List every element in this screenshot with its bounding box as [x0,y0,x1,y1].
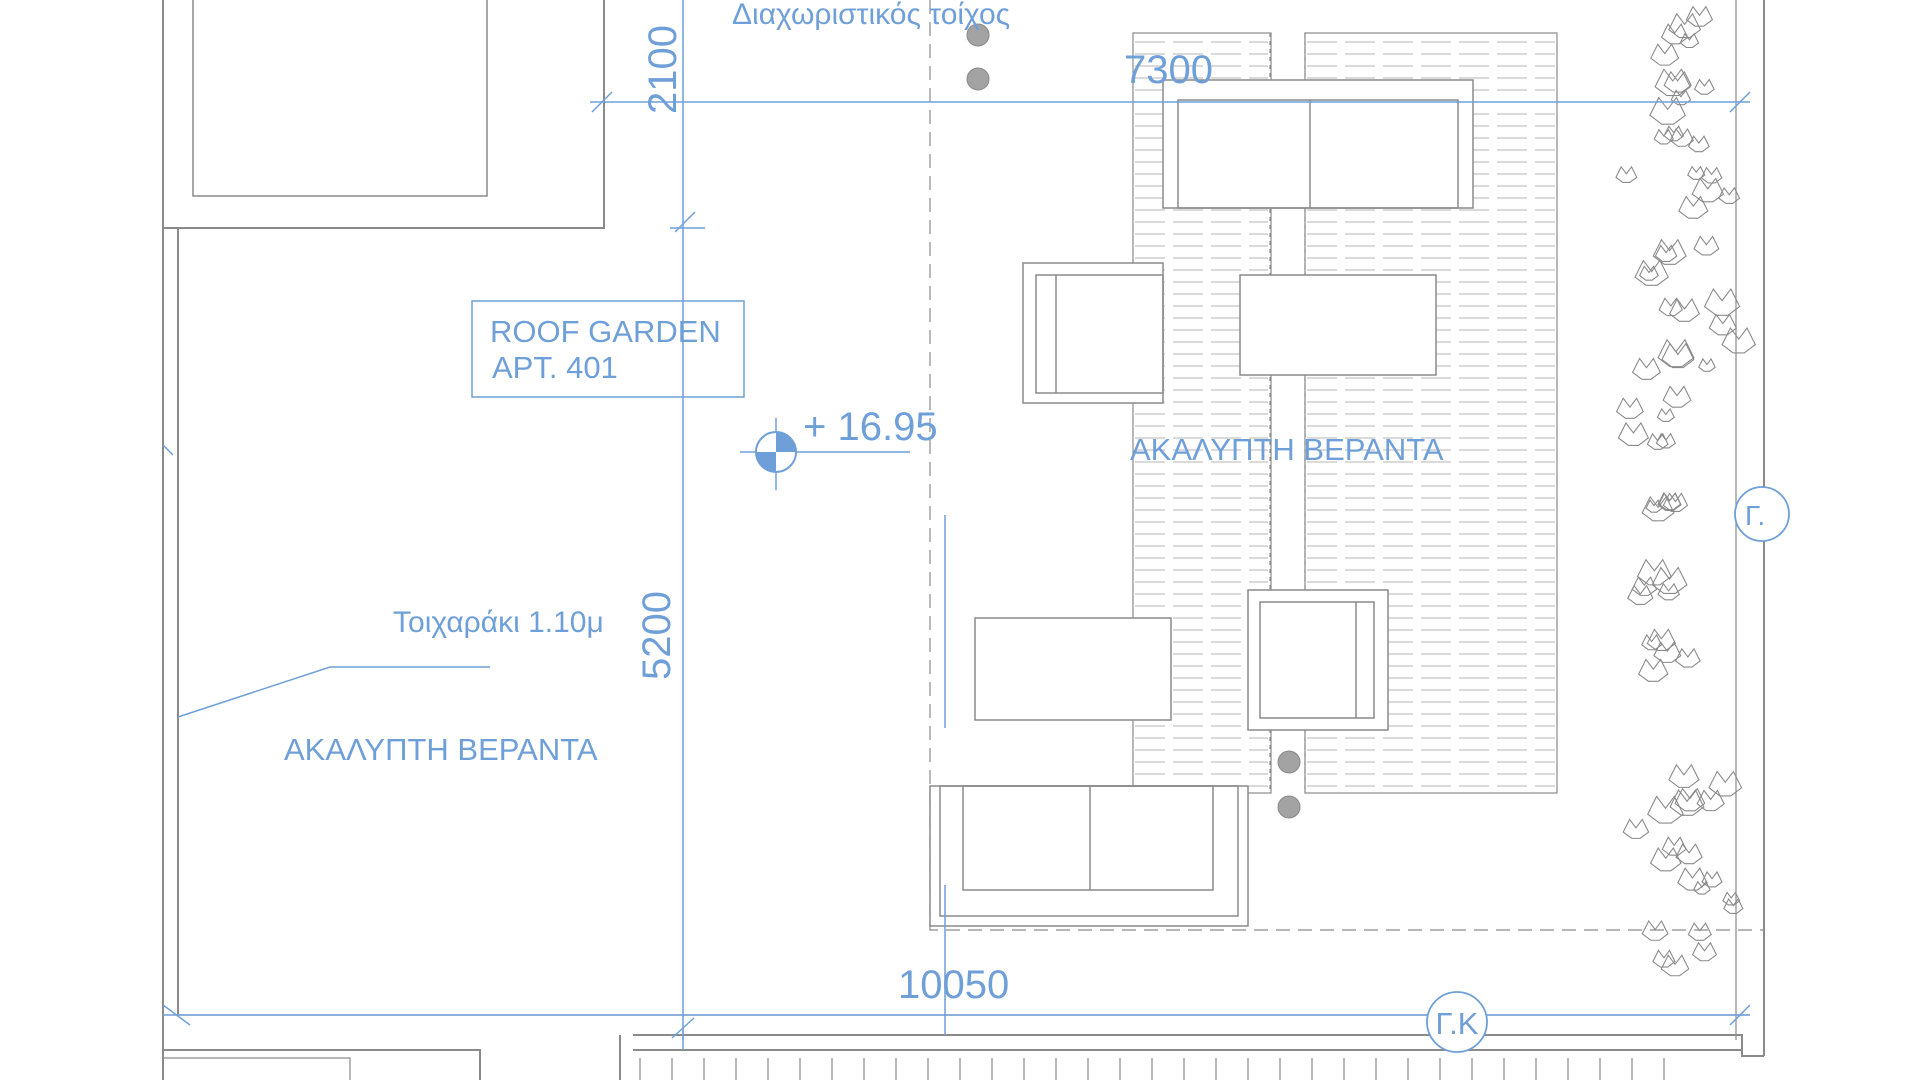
dimension-left-label: 5200 [635,591,679,680]
sofa-bottom [929,785,1249,927]
low-wall-label: Τοιχαράκι 1.10μ [393,606,604,639]
veranda-left-label: ΑΚΑΛΥΠΤΗ ΒΕΡΑΝΤΑ [284,732,598,767]
dimension-top-label: 7300 [1124,48,1213,92]
armchair-left [1022,262,1164,404]
grid-bubble-bottom-label: Γ.Κ [1436,1006,1479,1041]
level-label: + 16.95 [803,405,938,449]
sofa-top [1162,79,1474,209]
armchair-right [1247,589,1389,731]
dimension-bottom-label: 10050 [898,963,1009,1007]
veranda-right-label: ΑΚΑΛΥΠΤΗ ΒΕΡΑΝΤΑ [1130,432,1444,467]
coffee-table [1239,274,1437,376]
stair-treads [639,1058,1665,1080]
room-title-line-2: APT. 401 [492,350,618,385]
grid-bubble-right-label: Γ. [1745,500,1765,531]
room-label-box [471,300,745,398]
dimension-left-top-label: 2100 [641,25,685,114]
pergola-posts [966,23,1301,819]
furniture [929,79,1474,927]
room-title-line-1: ROOF GARDEN [490,314,721,349]
grid-bubble-right [1734,486,1790,542]
level-marker-icon [755,431,797,473]
partition-wall-label: Διαχωριστικός τοίχος [732,0,1010,31]
grid-bubble-bottom [1426,991,1488,1053]
bench [974,617,1172,721]
planter-vegetation [1615,5,1757,977]
